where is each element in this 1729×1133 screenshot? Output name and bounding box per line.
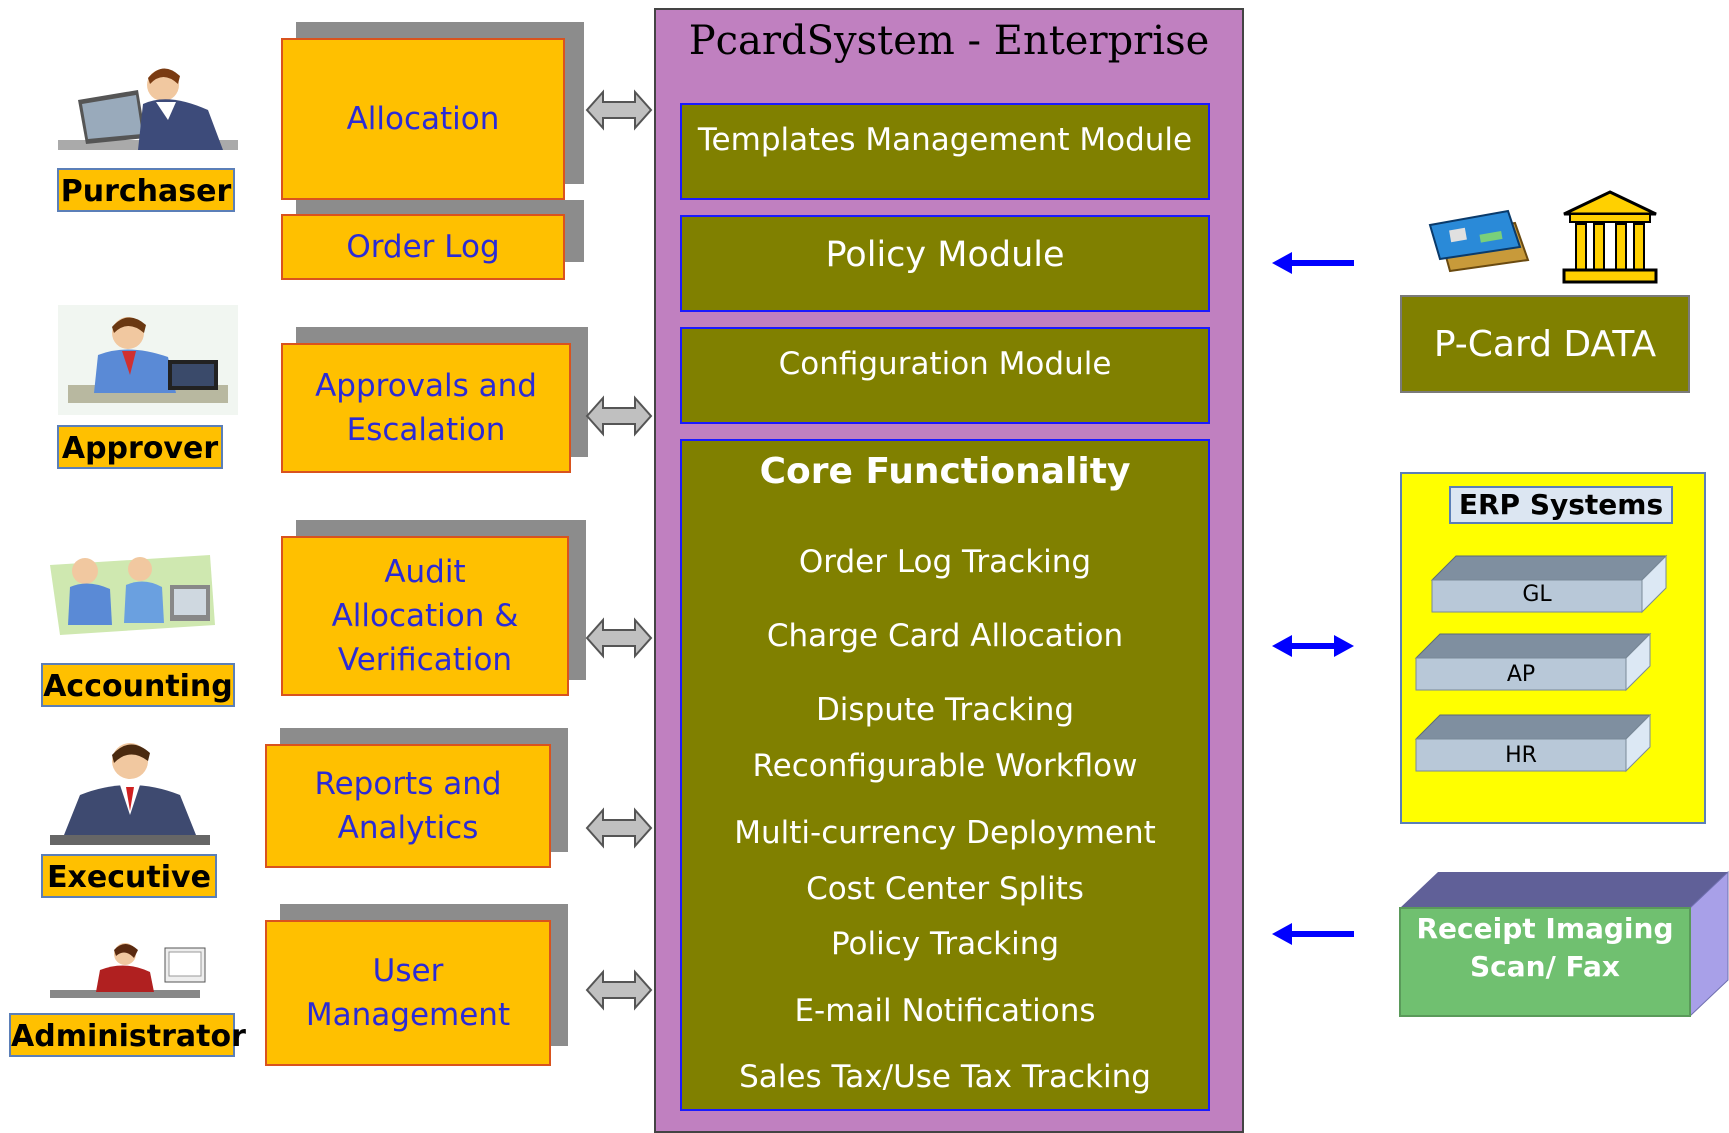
function-label: Audit Allocation & Verification (331, 554, 519, 678)
bidirectional-arrow-icon (1272, 635, 1354, 657)
purchaser-figure-icon (58, 68, 238, 150)
erp-slab-ap (1414, 632, 1652, 692)
core-item: Sales Tax/Use Tax Tracking (739, 1059, 1151, 1095)
double-arrow-icon (585, 89, 653, 131)
core-functionality-box (680, 439, 1210, 1111)
erp-slab-gl (1430, 554, 1668, 614)
function-box-user-management[interactable]: User Management (265, 920, 551, 1066)
erp-item-hr[interactable]: HR (1505, 743, 1537, 768)
executive-figure-icon (50, 743, 210, 845)
function-box-allocation[interactable]: Allocation (281, 38, 565, 200)
erp-item-ap[interactable]: AP (1506, 662, 1536, 687)
approver-figure-icon (58, 305, 238, 415)
double-arrow-icon (585, 807, 653, 849)
pcard-data-label: P-Card DATA (1433, 323, 1657, 365)
function-label: Approvals and Escalation (315, 368, 537, 448)
role-label-purchaser: Purchaser (57, 168, 235, 212)
core-item: Order Log Tracking (798, 544, 1092, 580)
module-label: Templates Management Module (697, 122, 1193, 158)
module-policy[interactable]: Policy Module (680, 215, 1210, 312)
receipt-imaging-box[interactable] (1398, 868, 1729, 1020)
core-item: Cost Center Splits (806, 871, 1084, 907)
credit-card-icon (1428, 209, 1530, 273)
module-configuration[interactable]: Configuration Module (680, 327, 1210, 424)
function-label: Allocation (346, 101, 500, 137)
role-label-accounting: Accounting (41, 663, 235, 707)
function-box-audit[interactable]: Audit Allocation & Verification (281, 536, 569, 696)
core-item: Reconfigurable Workflow (752, 748, 1138, 784)
core-functionality-title: Core Functionality (759, 451, 1131, 492)
enterprise-title: PcardSystem - Enterprise (688, 18, 1210, 64)
function-label: Order Log (346, 229, 500, 265)
module-label: Configuration Module (778, 346, 1112, 382)
module-label: Policy Module (825, 235, 1065, 275)
function-label: User Management (305, 953, 511, 1033)
core-item: Charge Card Allocation (766, 618, 1124, 654)
double-arrow-icon (585, 969, 653, 1011)
function-label: Reports and Analytics (314, 766, 502, 846)
accounting-figure-icon (50, 555, 215, 635)
core-item: Policy Tracking (830, 926, 1060, 962)
function-box-order-log[interactable]: Order Log (281, 214, 565, 280)
double-arrow-icon (585, 617, 653, 659)
bank-building-icon (1562, 190, 1658, 284)
role-label-executive: Executive (41, 854, 217, 898)
function-box-reports-analytics[interactable]: Reports and Analytics (265, 744, 551, 868)
erp-item-gl[interactable]: GL (1522, 582, 1552, 607)
function-box-approvals-escalation[interactable]: Approvals and Escalation (281, 343, 571, 473)
core-item: Multi-currency Deployment (734, 815, 1156, 851)
role-label-administrator: Administrator (9, 1013, 246, 1057)
left-arrow-icon (1272, 252, 1354, 274)
administrator-figure-icon (50, 943, 206, 998)
role-label-approver: Approver (57, 425, 223, 469)
receipt-imaging-label: Receipt Imaging Scan/ Fax (1416, 912, 1674, 983)
double-arrow-icon (585, 395, 653, 437)
core-item: Dispute Tracking (815, 692, 1075, 728)
module-templates-management[interactable]: Templates Management Module (680, 103, 1210, 200)
core-item: E-mail Notifications (794, 993, 1096, 1029)
left-arrow-icon (1272, 923, 1354, 945)
pcard-data-box[interactable]: P-Card DATA (1400, 295, 1690, 393)
erp-systems-title: ERP Systems (1449, 486, 1673, 524)
erp-slab-hr (1414, 713, 1652, 773)
